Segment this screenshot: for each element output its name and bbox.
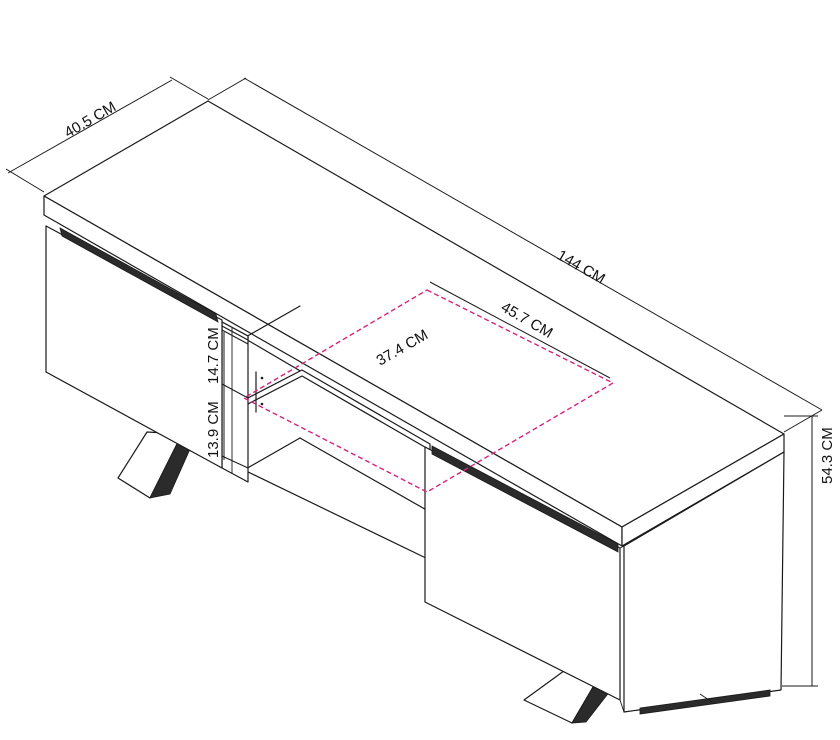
shelf-depth-dimension-line xyxy=(429,281,611,379)
top-panel xyxy=(43,100,785,547)
opening-dimension-lines xyxy=(221,329,249,469)
upper-opening-label: 14.7 CM xyxy=(205,327,222,384)
width-dimension-line xyxy=(207,77,823,433)
height-dimension-line xyxy=(782,415,818,687)
depth-dimension-line xyxy=(5,76,209,193)
width-label: 144 CM xyxy=(554,247,608,288)
lower-opening-label: 13.9 CM xyxy=(205,401,222,458)
right-drawer xyxy=(424,445,625,713)
height-label: 54.3 CM xyxy=(819,427,836,484)
depth-label: 40.5 CM xyxy=(62,98,120,141)
right-side-panel xyxy=(623,451,785,715)
shelf-highlight xyxy=(242,289,615,493)
left-drawer xyxy=(45,225,223,469)
